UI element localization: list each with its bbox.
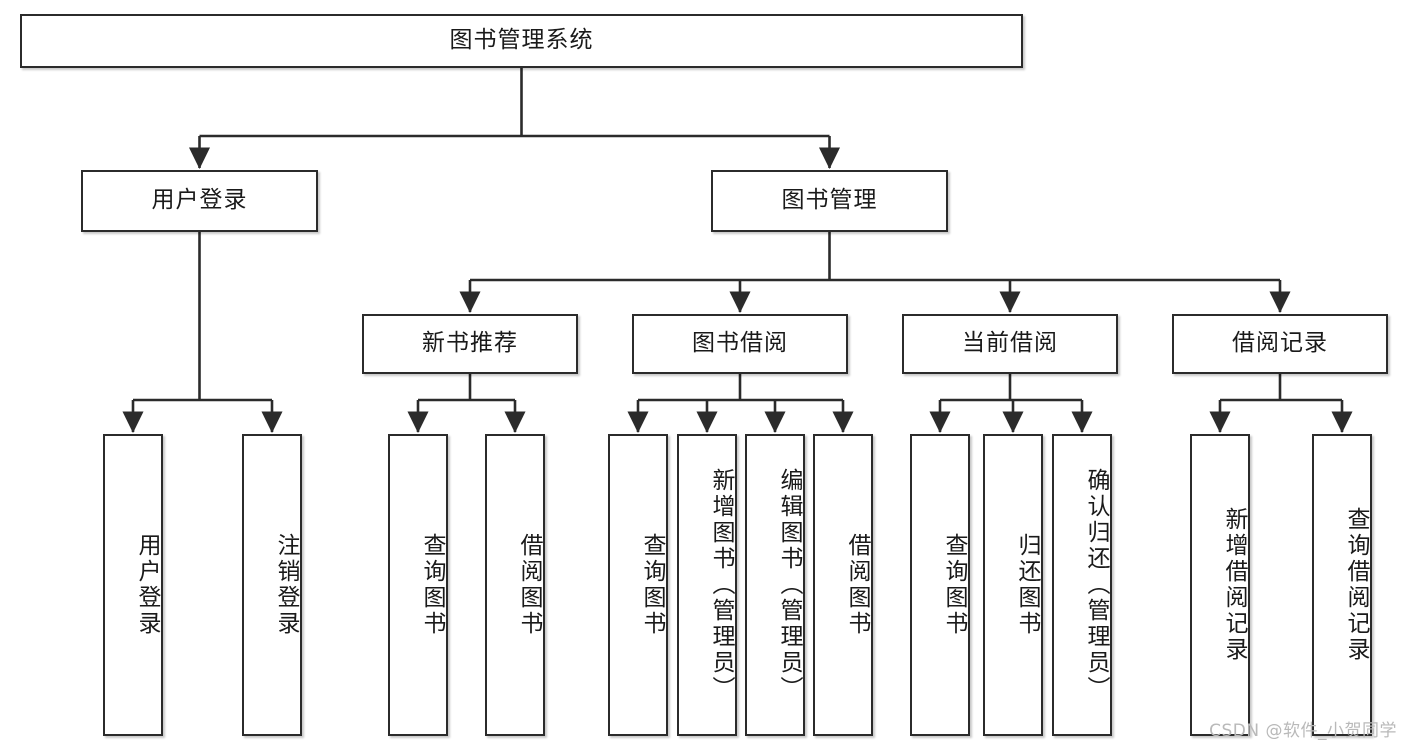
node-label: 借阅图书	[844, 533, 870, 637]
node-n-book-borrow[interactable]: 图书借阅	[632, 314, 848, 374]
node-label: 查询图书	[941, 533, 967, 637]
node-label: 图书管理系统	[449, 27, 594, 54]
node-l-brw-edit-book[interactable]: 编辑图书（管理员）	[745, 434, 805, 736]
node-label: 图书借阅	[692, 330, 788, 357]
node-l-user-login[interactable]: 用户登录	[103, 434, 163, 736]
node-label: 归还图书	[1014, 533, 1040, 637]
node-label: 确认归还（管理员）	[1083, 468, 1109, 702]
node-n-user-login[interactable]: 用户登录	[81, 170, 318, 232]
node-label: 查询借阅记录	[1343, 507, 1369, 663]
node-label: 新增图书（管理员）	[708, 468, 734, 702]
node-label: 编辑图书（管理员）	[776, 468, 802, 702]
node-l-rec-add-record[interactable]: 新增借阅记录	[1190, 434, 1250, 736]
node-label: 新书推荐	[422, 330, 518, 357]
node-label: 借阅记录	[1232, 330, 1328, 357]
node-label: 查询图书	[419, 533, 445, 637]
node-label: 借阅图书	[516, 533, 542, 637]
node-n-borrow-record[interactable]: 借阅记录	[1172, 314, 1388, 374]
node-l-rec-query-book[interactable]: 查询图书	[388, 434, 448, 736]
node-root[interactable]: 图书管理系统	[20, 14, 1023, 68]
node-l-cur-confirm-return[interactable]: 确认归还（管理员）	[1052, 434, 1112, 736]
node-l-brw-borrow-book[interactable]: 借阅图书	[813, 434, 873, 736]
node-label: 查询图书	[639, 533, 665, 637]
watermark-label: CSDN @软件_小贺同学	[1209, 721, 1397, 741]
node-label: 当前借阅	[962, 330, 1058, 357]
node-label: 新增借阅记录	[1221, 507, 1247, 663]
node-l-brw-query-book[interactable]: 查询图书	[608, 434, 668, 736]
node-l-brw-add-book[interactable]: 新增图书（管理员）	[677, 434, 737, 736]
node-n-current-borrow[interactable]: 当前借阅	[902, 314, 1118, 374]
node-n-book-manage[interactable]: 图书管理	[711, 170, 948, 232]
node-label: 注销登录	[273, 533, 299, 637]
node-l-user-logout[interactable]: 注销登录	[242, 434, 302, 736]
node-l-rec-query-record[interactable]: 查询借阅记录	[1312, 434, 1372, 736]
node-l-cur-query-book[interactable]: 查询图书	[910, 434, 970, 736]
node-n-new-book-rec[interactable]: 新书推荐	[362, 314, 578, 374]
node-l-cur-return-book[interactable]: 归还图书	[983, 434, 1043, 736]
node-label: 图书管理	[781, 187, 878, 214]
node-label: 用户登录	[134, 533, 160, 637]
node-label: 用户登录	[151, 187, 248, 214]
node-l-rec-borrow-book[interactable]: 借阅图书	[485, 434, 545, 736]
